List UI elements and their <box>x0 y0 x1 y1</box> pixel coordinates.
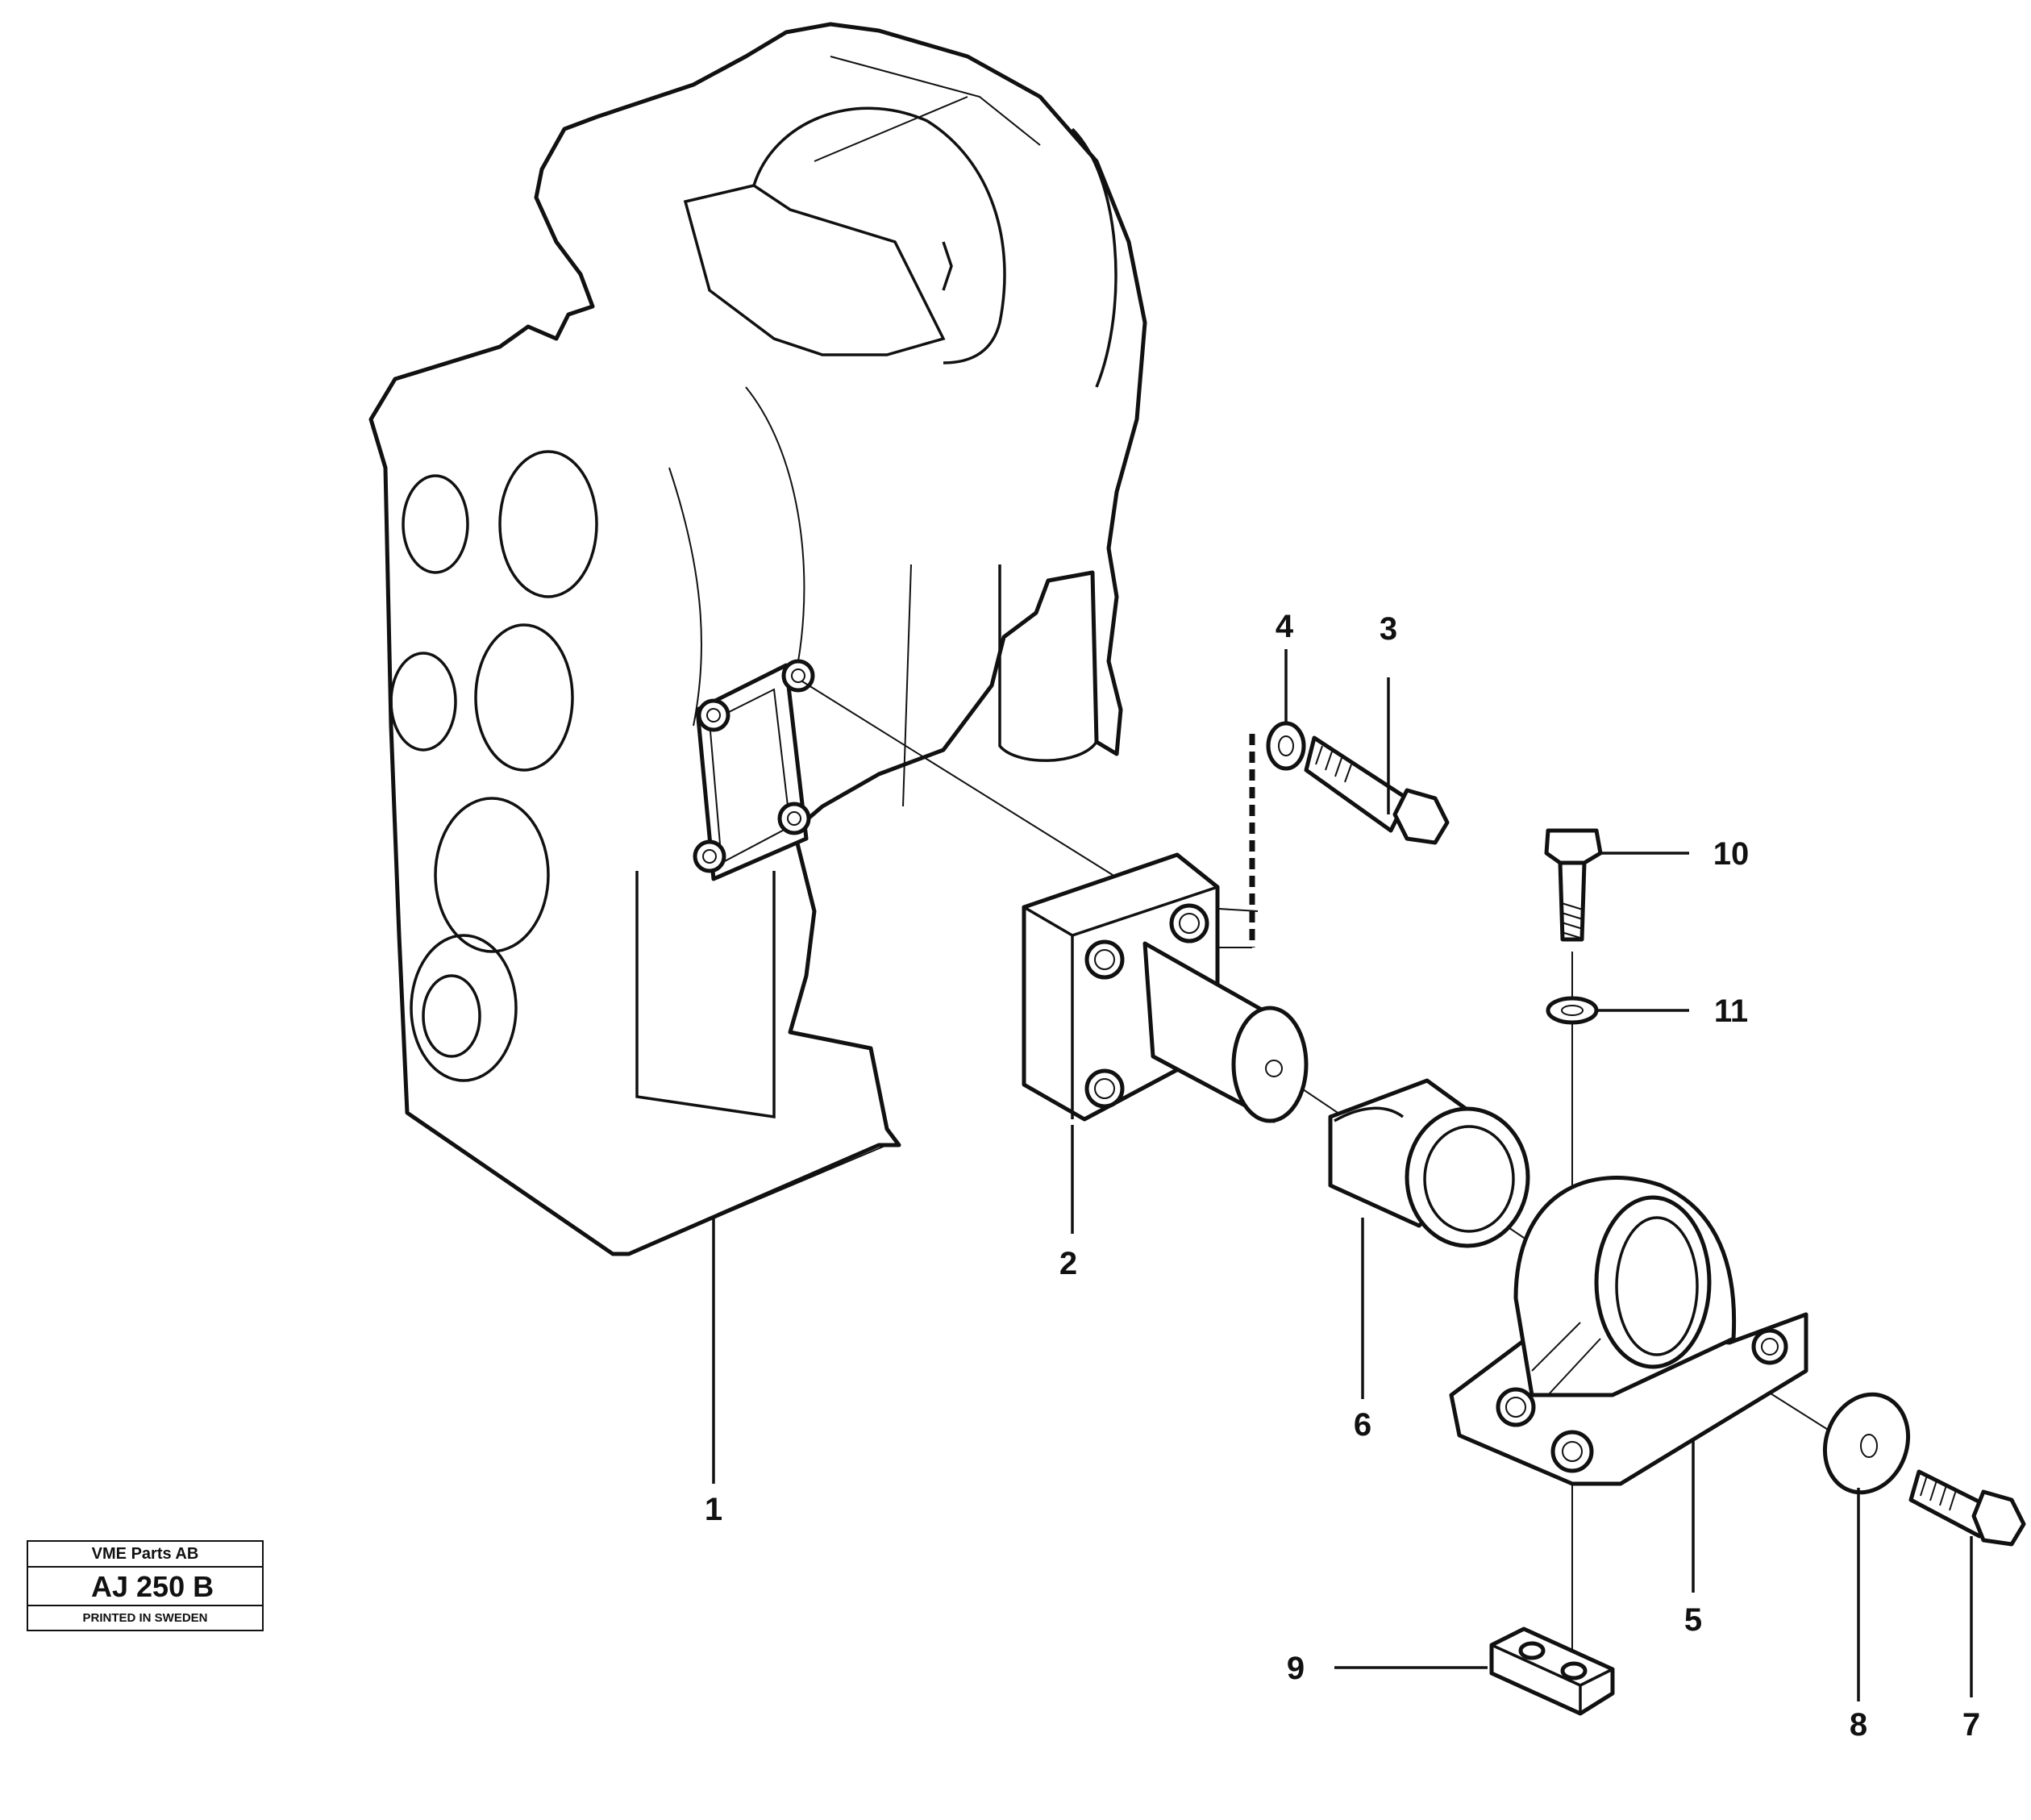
title-block: VME Parts AB AJ 250 B PRINTED IN SWEDEN <box>27 1540 264 1631</box>
callout-1: 1 <box>705 1492 722 1527</box>
bolt-part-3 <box>1304 735 1450 845</box>
bushing-part-6 <box>1328 1078 1530 1248</box>
washer-part-4 <box>1217 721 1306 948</box>
callout-4: 4 <box>1276 609 1294 644</box>
mounting-bracket <box>1022 852 1309 1123</box>
callout-7: 7 <box>1962 1707 1980 1743</box>
printed-note: PRINTED IN SWEDEN <box>82 1611 208 1625</box>
company-name: VME Parts AB <box>28 1542 262 1568</box>
callout-6: 6 <box>1354 1407 1371 1443</box>
callout-2: 2 <box>1059 1246 1077 1281</box>
callout-labels: 1 2 3 4 5 6 7 8 9 10 11 <box>705 609 1980 1743</box>
bolt-part-10 <box>1544 828 1603 942</box>
callout-8: 8 <box>1850 1707 1867 1743</box>
callout-9: 9 <box>1287 1651 1305 1686</box>
bearing-housing-part-5 <box>1449 1176 1808 1486</box>
bolt-part-7 <box>1908 1469 2026 1547</box>
washer-part-8 <box>1822 1392 1911 1495</box>
callout-3: 3 <box>1380 611 1397 647</box>
callout-5: 5 <box>1684 1602 1702 1638</box>
drawing-code: AJ 250 B <box>28 1568 262 1606</box>
washer-part-11 <box>1546 996 1599 1025</box>
transmission-housing <box>368 22 1147 1256</box>
nut-plate-part-9 <box>1489 1626 1615 1716</box>
leader-lines <box>712 649 1973 1701</box>
callout-11: 11 <box>1714 993 1748 1029</box>
callout-10: 10 <box>1713 836 1750 872</box>
